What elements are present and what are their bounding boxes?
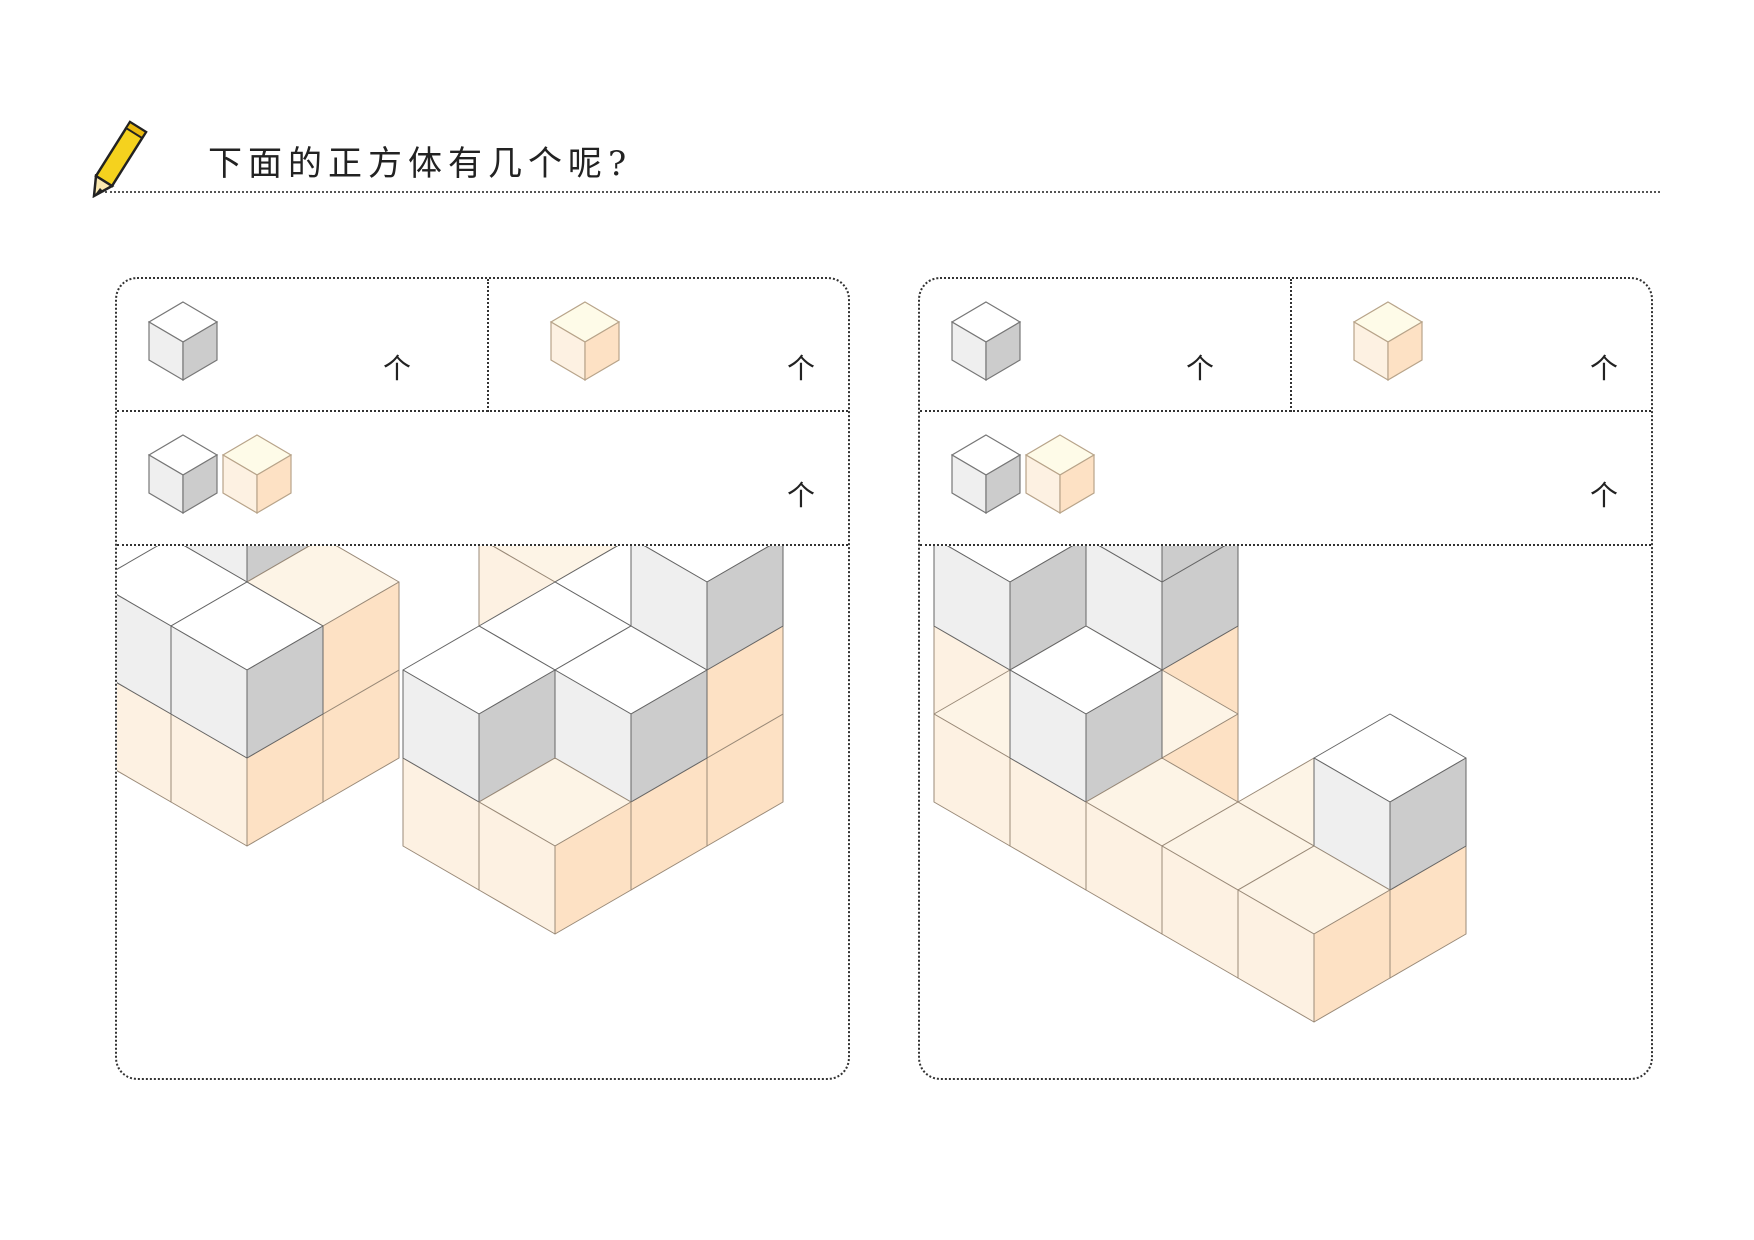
question-row-combined: 个 — [920, 412, 1651, 546]
question-row-single: 个 个 — [920, 279, 1651, 412]
white-cube-icon — [950, 434, 1022, 515]
orange-cube — [1237, 845, 1391, 1023]
panel-right: 个 个 个 — [918, 277, 1653, 1080]
pencil-icon — [92, 120, 148, 198]
white-cube — [402, 625, 556, 803]
header: 下面的正方体有几个呢? — [0, 0, 1754, 200]
cube-face-right — [554, 801, 632, 935]
cube-face-right — [1313, 889, 1391, 1023]
cube-stack-figure — [117, 546, 784, 935]
panel-left: 个 个 个 — [115, 277, 850, 1080]
cube-face-right — [1161, 546, 1226, 583]
white-cube — [170, 581, 324, 759]
answer-unit: 个 — [1186, 352, 1215, 385]
cube-face-right — [1389, 757, 1467, 891]
cube-face-right — [706, 546, 784, 671]
orange-cube-icon — [1352, 301, 1424, 382]
answer-unit: 个 — [787, 352, 816, 385]
cube-face-right — [246, 625, 324, 759]
cube-figures — [920, 546, 1651, 1078]
cube-figures — [117, 546, 848, 1078]
orange-cube-icon — [549, 301, 621, 382]
white-cube-icon — [147, 434, 219, 515]
cube-face-right — [630, 669, 708, 803]
cell-divider — [487, 279, 489, 412]
answer-unit: 个 — [1590, 352, 1619, 385]
question-row-combined: 个 — [117, 412, 848, 546]
white-cube — [630, 546, 784, 671]
answer-unit: 个 — [1590, 479, 1619, 512]
white-cube-icon — [147, 301, 219, 382]
orange-cube-icon — [221, 434, 293, 515]
question-row-single: 个 个 — [117, 279, 848, 412]
cell-divider — [1290, 279, 1292, 412]
orange-cube-icon — [1024, 434, 1096, 515]
orange-cube — [478, 757, 632, 935]
white-cube-icon — [950, 301, 1022, 382]
page-title: 下面的正方体有几个呢? — [208, 144, 633, 184]
answer-unit: 个 — [383, 352, 412, 385]
answer-unit: 个 — [787, 479, 816, 512]
white-cube — [933, 546, 1087, 671]
white-cube — [1098, 546, 1226, 583]
cube-stack-figure — [933, 546, 1467, 1023]
title-divider — [105, 191, 1660, 193]
